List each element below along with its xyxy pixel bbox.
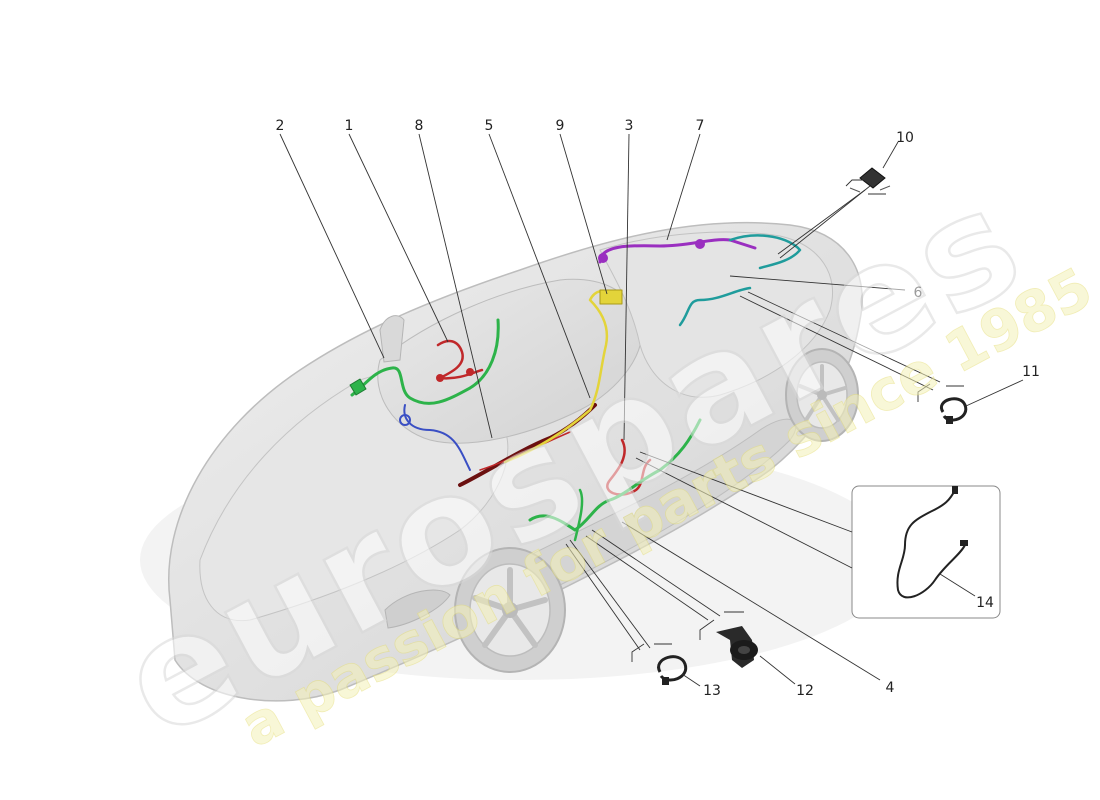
inset-box (851, 485, 1001, 619)
callout-8: 8 (415, 118, 424, 134)
connector-pad-icon (849, 167, 891, 193)
callout-14: 14 (976, 595, 994, 611)
rear-wheel (785, 348, 859, 442)
harness-red (436, 339, 484, 380)
front-wheel (454, 547, 566, 673)
callout-1: 1 (345, 118, 354, 134)
harness-teal-mid (678, 286, 752, 327)
harness-purple (598, 238, 757, 264)
callout-10: 10 (896, 130, 914, 146)
callout-7: 7 (696, 118, 705, 134)
harness-green-front (350, 318, 500, 405)
car-silhouette (140, 221, 900, 702)
callout-9: 9 (556, 118, 565, 134)
cable-clip-icon (657, 655, 688, 685)
callout-3: 3 (625, 118, 634, 134)
harness-blue (403, 404, 471, 471)
wiring-harness-icon (349, 234, 802, 542)
callout-4: 4 (886, 680, 895, 696)
harness-red-right (606, 438, 652, 496)
callout-2: 2 (276, 118, 285, 134)
harness-yellow (503, 289, 614, 464)
cable-clip-icon (939, 397, 968, 424)
callout-5: 5 (485, 118, 494, 134)
grommet-icon (716, 626, 758, 668)
callout-labels: 2 1 8 5 9 3 7 10 6 11 14 4 12 13 (276, 118, 1040, 699)
harness-green-right (528, 418, 702, 532)
harness-teal-rear (728, 234, 802, 270)
callout-6: 6 (914, 285, 923, 301)
callout-13: 13 (703, 683, 721, 699)
callout-12: 12 (796, 683, 814, 699)
callout-11: 11 (1022, 364, 1040, 380)
leader-lines (279, 133, 1024, 687)
